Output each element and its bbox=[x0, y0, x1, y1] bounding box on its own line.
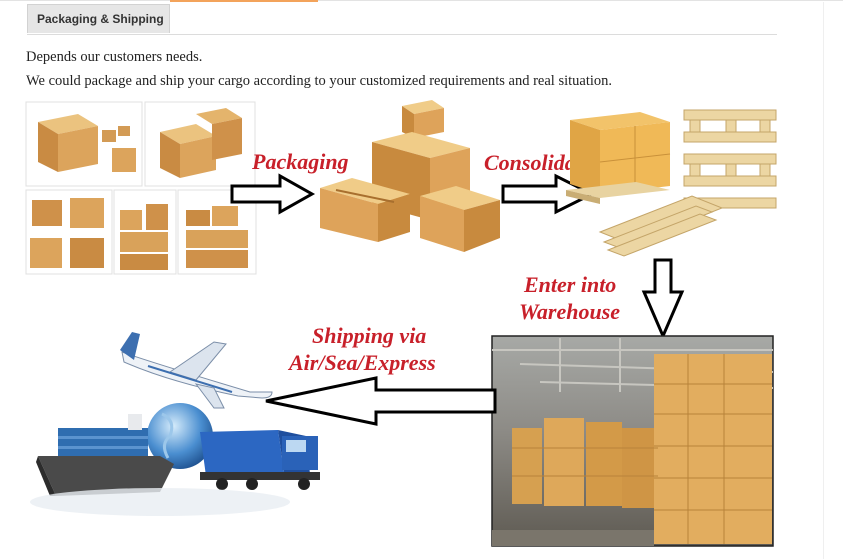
transport-illustration bbox=[30, 332, 320, 516]
arrow-right-icon bbox=[230, 173, 316, 215]
arrow-right-icon bbox=[501, 173, 596, 215]
airplane-icon bbox=[120, 332, 273, 409]
description-line-2: We could package and ship your cargo acc… bbox=[26, 73, 613, 89]
truck-icon bbox=[200, 430, 320, 490]
label-packaging: Packaging bbox=[251, 149, 349, 174]
box-pile-illustration bbox=[320, 100, 500, 252]
label-shipping-line2: Air/Sea/Express bbox=[287, 350, 436, 375]
box-photo-collage bbox=[25, 101, 257, 275]
label-enter-line1: Enter into bbox=[523, 272, 616, 297]
tab-divider bbox=[27, 34, 777, 35]
packaging-shipping-infographic: Packaging Consolidation bbox=[0, 92, 843, 559]
right-border bbox=[823, 2, 824, 559]
pallet-illustration bbox=[566, 109, 777, 257]
arrow-left-icon bbox=[265, 376, 497, 426]
warehouse-photo bbox=[491, 335, 774, 547]
globe-icon bbox=[147, 403, 213, 469]
active-tab-accent bbox=[170, 0, 318, 2]
label-enter-line2: Warehouse bbox=[519, 299, 620, 324]
arrow-down-icon bbox=[641, 258, 685, 340]
ship-icon bbox=[36, 414, 174, 496]
tab-packaging-shipping[interactable]: Packaging & Shipping bbox=[27, 4, 170, 33]
description-line-1: Depends our customers needs. bbox=[26, 49, 203, 65]
top-border bbox=[0, 0, 843, 1]
label-shipping-line1: Shipping via bbox=[312, 323, 426, 348]
